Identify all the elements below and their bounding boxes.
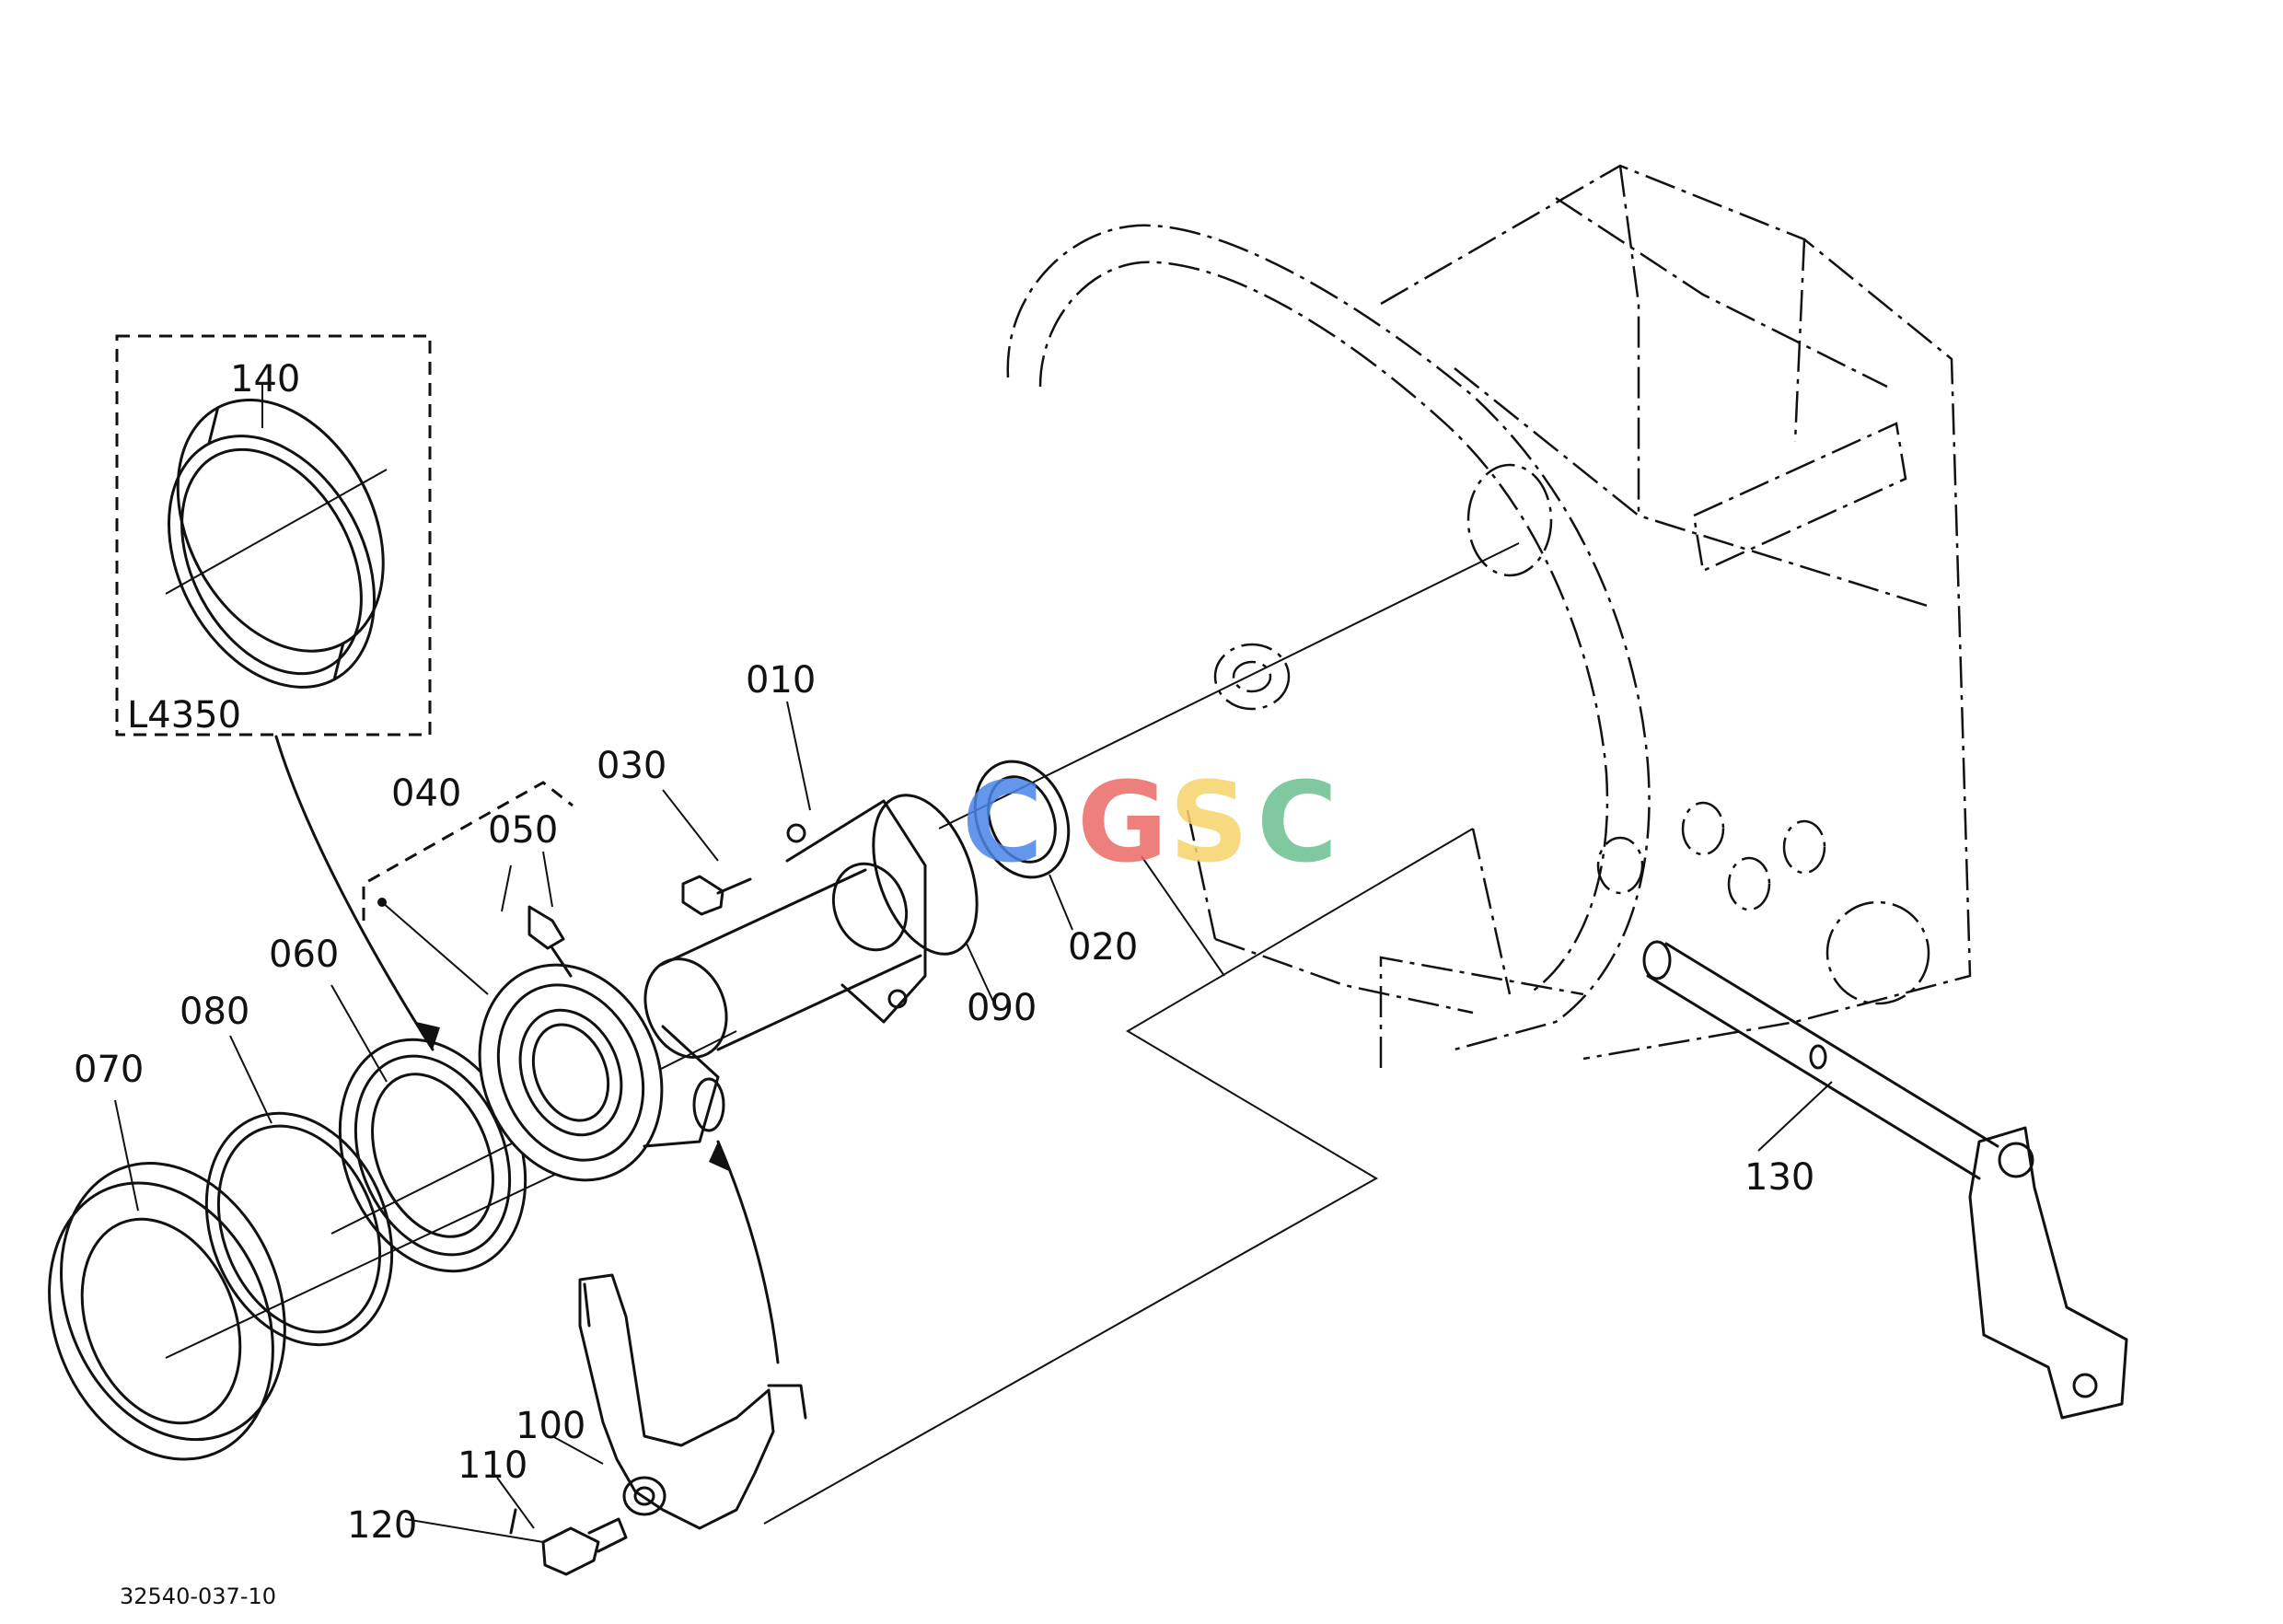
part-110-120-bolt — [509, 1508, 628, 1576]
part-labels: 140 010 030 040 050 060 080 070 090 020 … — [74, 358, 1814, 1609]
label-080: 080 — [180, 991, 249, 1033]
label-100: 100 — [516, 1405, 585, 1447]
part-100-fork — [578, 1273, 807, 1530]
label-leaders — [114, 701, 1833, 1543]
clutch-housing — [1006, 164, 1972, 1068]
assembly-arrows — [274, 735, 780, 1364]
watermark-letter-4: C — [1257, 760, 1338, 887]
part-090-oring — [872, 794, 979, 956]
label-120: 120 — [347, 1504, 417, 1547]
label-040: 040 — [391, 772, 461, 815]
watermark-logo: C G S C — [962, 760, 1338, 887]
assembly-lines — [165, 542, 1520, 1525]
label-060: 060 — [269, 934, 339, 976]
label-050: 050 — [488, 809, 558, 852]
drawing-code: 32540-037-10 — [120, 1583, 276, 1609]
part-080-ring — [204, 1111, 394, 1347]
watermark-letter-3: S — [1169, 760, 1248, 887]
label-090: 090 — [967, 987, 1037, 1029]
part-release-hub — [478, 963, 725, 1182]
label-140: 140 — [230, 358, 300, 400]
label-130: 130 — [1744, 1156, 1814, 1199]
part-050-grease-nipple — [527, 905, 573, 978]
label-070: 070 — [74, 1049, 144, 1091]
part-010-guide — [643, 799, 927, 1059]
inset-model-label: L4350 — [127, 694, 241, 737]
label-010: 010 — [746, 659, 816, 702]
part-070-ring — [48, 1162, 286, 1461]
part-040-bracket — [362, 781, 574, 995]
label-020: 020 — [1068, 926, 1138, 969]
part-130-shaft-lever — [1642, 940, 2128, 1420]
part-020-seal — [973, 760, 1071, 879]
watermark-letter-2: G — [1077, 760, 1168, 887]
watermark-letter-1: C — [962, 760, 1043, 887]
label-030: 030 — [597, 745, 666, 787]
inset-box-l4350 — [115, 334, 432, 737]
part-030-bolt — [681, 875, 752, 916]
label-110: 110 — [458, 1444, 527, 1487]
